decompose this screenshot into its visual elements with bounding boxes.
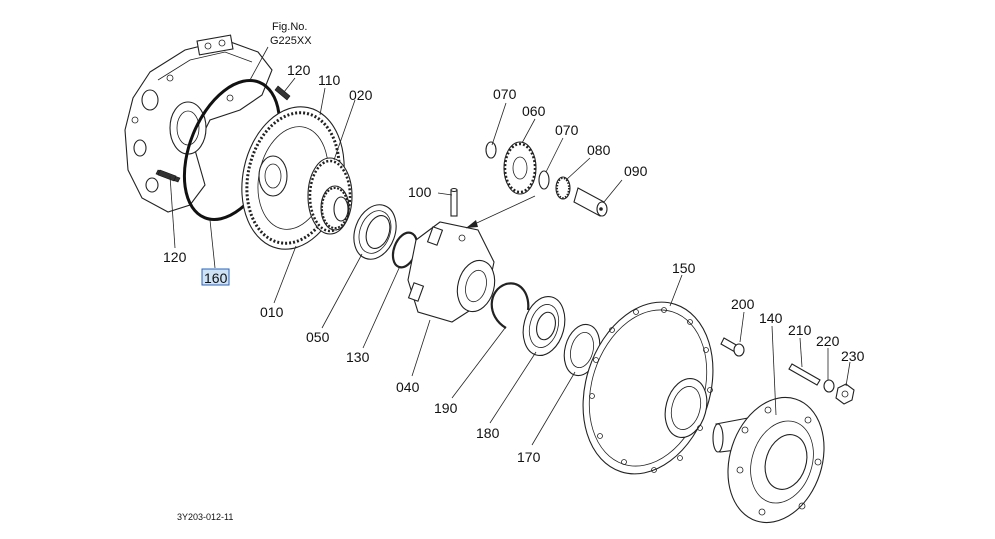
- callout-170[interactable]: 170: [517, 449, 541, 465]
- nut-230: [835, 383, 855, 405]
- bearing-050: [353, 204, 397, 260]
- stud-210: [788, 363, 821, 386]
- washer-070-left: [485, 141, 497, 159]
- callout-160[interactable]: 160: [204, 270, 228, 286]
- callout-210[interactable]: 210: [788, 322, 812, 338]
- callout-090[interactable]: 090: [624, 163, 648, 179]
- drawing-code: 3Y203-012-11: [177, 512, 233, 522]
- callout-220[interactable]: 220: [816, 333, 840, 349]
- callout-050[interactable]: 050: [306, 329, 330, 345]
- case-040: [407, 221, 496, 323]
- callout-200[interactable]: 200: [731, 296, 755, 312]
- callout-040[interactable]: 040: [396, 379, 420, 395]
- callout-120-upper[interactable]: 120: [287, 62, 311, 78]
- callout-150[interactable]: 150: [672, 260, 696, 276]
- snap-ring-190: [490, 282, 530, 329]
- axle-case-150: [582, 301, 714, 475]
- callout-070-right[interactable]: 070: [555, 122, 579, 138]
- pinion-gear-set: [485, 141, 608, 217]
- fig-no-value: G225XX: [270, 35, 312, 47]
- callout-130[interactable]: 130: [346, 349, 370, 365]
- dowel-pin-120-lower: [157, 169, 177, 182]
- callout-230[interactable]: 230: [841, 348, 865, 364]
- dowel-pin-120-upper: [274, 85, 291, 101]
- callout-110[interactable]: 110: [318, 72, 341, 88]
- callout-060[interactable]: 060: [522, 103, 546, 119]
- callout-020[interactable]: 020: [349, 87, 373, 103]
- callout-160-highlight: [201, 268, 230, 286]
- callout-140[interactable]: 140: [759, 310, 783, 326]
- callout-120-lower[interactable]: 120: [163, 249, 187, 265]
- ring-gear-assembly: [241, 106, 353, 250]
- callout-100[interactable]: 100: [408, 184, 432, 200]
- leader-lines: [169, 46, 851, 446]
- washer-220: [823, 379, 835, 393]
- axle-flange-140: [712, 396, 825, 524]
- fig-no-label: Fig.No.: [272, 21, 307, 33]
- callout-190[interactable]: 190: [434, 400, 458, 416]
- bearing-180: [522, 296, 566, 356]
- bolt-200: [720, 337, 745, 357]
- callout-180[interactable]: 180: [476, 425, 500, 441]
- callout-010[interactable]: 010: [260, 304, 284, 320]
- washer-070-right: [538, 170, 550, 190]
- callout-080[interactable]: 080: [587, 142, 611, 158]
- callout-070-left[interactable]: 070: [493, 86, 517, 102]
- pin-100: [450, 187, 458, 217]
